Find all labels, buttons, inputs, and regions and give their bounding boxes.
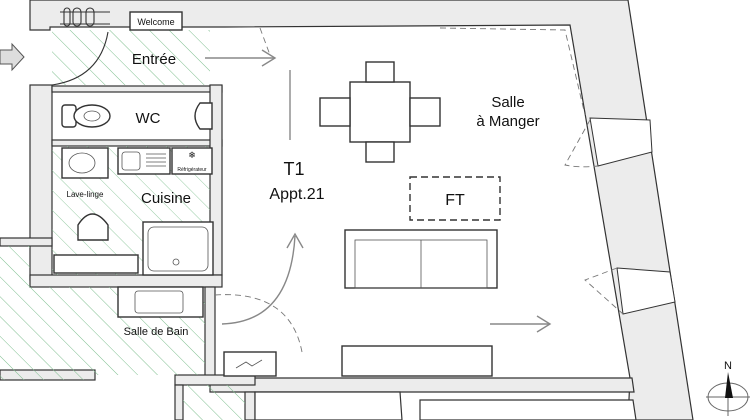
- wc-sink-icon: [194, 102, 213, 130]
- hall-hatch: [183, 385, 245, 420]
- bathroom-sink-icon: [117, 286, 204, 318]
- ft-zone: [409, 176, 501, 221]
- electric-panel-icon: [223, 351, 277, 377]
- room-label-salle-line2: à Manger: [476, 113, 539, 130]
- shoe-rack-icon: [60, 7, 110, 27]
- fridge-label: Réfrigérateur: [177, 167, 207, 173]
- welcome-mat: [129, 11, 183, 31]
- window-top: [564, 117, 653, 168]
- walls: [0, 0, 694, 420]
- entrance-arrow-icon: [0, 42, 25, 72]
- window-bottom: [584, 267, 676, 315]
- compass-north-label: N: [724, 360, 732, 372]
- unit-title: T1: [283, 159, 304, 179]
- room-label-salle-de-bain: Salle de Bain: [124, 326, 189, 338]
- bathroom-toilet-icon: [77, 213, 109, 241]
- bathroom-hatch: [0, 246, 205, 380]
- sofa-icon: [344, 229, 498, 289]
- room-label-cuisine: Cuisine: [141, 190, 191, 207]
- fridge: [171, 147, 213, 175]
- washing-machine-label: Lave-linge: [67, 190, 104, 199]
- room-label-salle-line1: Salle: [491, 94, 524, 111]
- bathroom-cabinet: [53, 254, 139, 274]
- shower-icon: [142, 221, 214, 276]
- ft-label: FT: [445, 192, 465, 209]
- toilet-icon: [61, 104, 111, 128]
- bathroom-door-swing: [214, 294, 303, 353]
- room-label-entree: Entrée: [132, 51, 176, 68]
- entree-hatch: [52, 30, 210, 85]
- dining-table-icon: [319, 61, 441, 163]
- compass-icon: N: [706, 360, 750, 416]
- unit-number: Appt.21: [269, 186, 324, 203]
- room-label-wc: WC: [136, 110, 161, 127]
- snowflake-icon: ❄: [188, 150, 196, 160]
- tv-cabinet: [341, 345, 493, 377]
- entrance-door-swing: [51, 31, 109, 86]
- welcome-mat-label: Welcome: [137, 17, 174, 27]
